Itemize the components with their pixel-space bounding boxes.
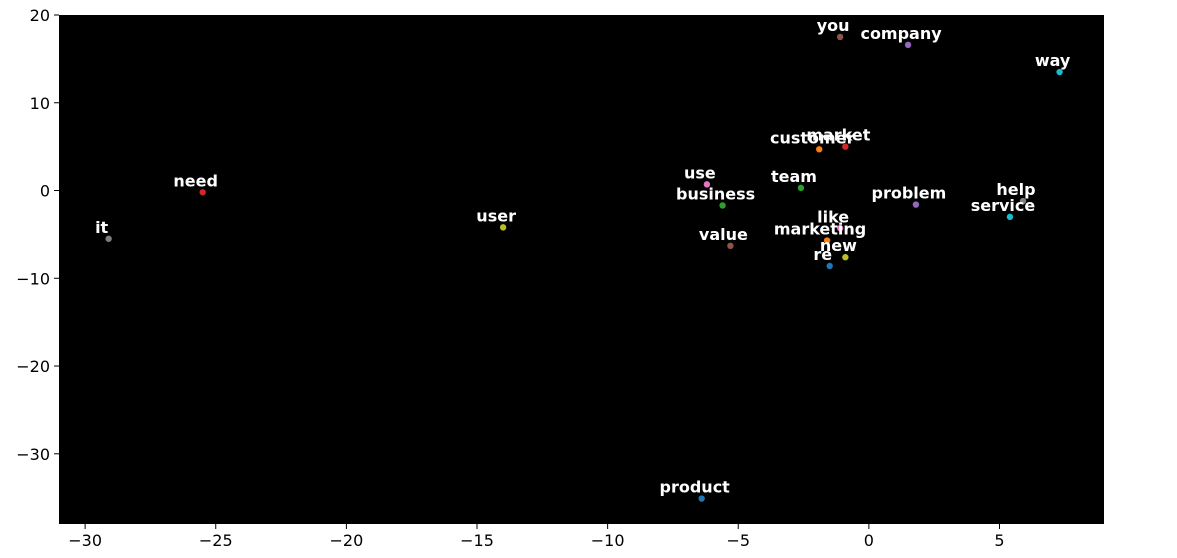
y-tick-label: 0	[40, 182, 50, 201]
point-label: product	[660, 478, 731, 497]
point-label: user	[476, 206, 516, 225]
point-label: marketing	[774, 220, 866, 239]
data-point	[842, 143, 849, 150]
data-point	[703, 181, 711, 188]
data-point	[904, 41, 912, 49]
point-label: re	[813, 245, 832, 264]
data-point	[842, 254, 849, 261]
x-tick-label: −25	[199, 531, 233, 550]
point-label: problem	[872, 184, 947, 203]
point-label: value	[699, 225, 748, 244]
point-label: business	[676, 184, 755, 203]
data-point	[816, 146, 823, 153]
x-tick-label: −15	[460, 531, 494, 550]
data-point	[1056, 68, 1063, 76]
point-label: you	[817, 16, 850, 35]
y-axis: 20 10 0 −10 −20 −30	[16, 6, 59, 464]
point-labels: re customer team market company value like help…	[95, 16, 1071, 497]
x-tick-label: 5	[994, 531, 1004, 550]
y-tick-label: −20	[16, 357, 50, 376]
data-point	[912, 201, 920, 208]
plot-area	[59, 15, 1104, 524]
data-point	[499, 224, 507, 231]
point-label: need	[173, 171, 218, 190]
data-point	[836, 225, 844, 232]
point-label: market	[806, 126, 870, 145]
y-tick-label: 20	[30, 6, 50, 25]
point-label: help	[996, 180, 1035, 199]
data-point	[1019, 197, 1027, 205]
y-tick-label: 10	[30, 94, 50, 113]
x-tick-label: −10	[591, 531, 625, 550]
data-point	[199, 189, 206, 196]
x-tick-label: −5	[726, 531, 750, 550]
data-point	[797, 184, 805, 192]
point-label: customer	[770, 128, 855, 147]
data-point	[727, 242, 734, 250]
data-point	[823, 237, 831, 244]
y-tick-label: −30	[16, 445, 50, 464]
x-axis: −30 −25 −20 −15 −10 −5 0 5	[68, 524, 1005, 550]
data-point	[836, 33, 844, 41]
point-label: way	[1035, 51, 1071, 70]
point-label: new	[820, 236, 857, 255]
data-point	[698, 495, 705, 502]
point-label: it	[95, 218, 108, 237]
data-point	[719, 202, 726, 209]
x-tick-label: 0	[864, 531, 874, 550]
data-point	[105, 235, 112, 242]
data-marks	[105, 33, 1063, 502]
point-label: like	[817, 207, 849, 226]
point-label: company	[860, 24, 942, 43]
point-label: use	[684, 163, 716, 182]
x-tick-label: −20	[329, 531, 363, 550]
point-label: team	[771, 167, 817, 186]
y-tick-label: −10	[16, 269, 50, 288]
data-point	[1006, 213, 1014, 221]
point-label: service	[971, 196, 1036, 215]
data-point	[826, 262, 833, 270]
x-tick-label: −30	[68, 531, 102, 550]
